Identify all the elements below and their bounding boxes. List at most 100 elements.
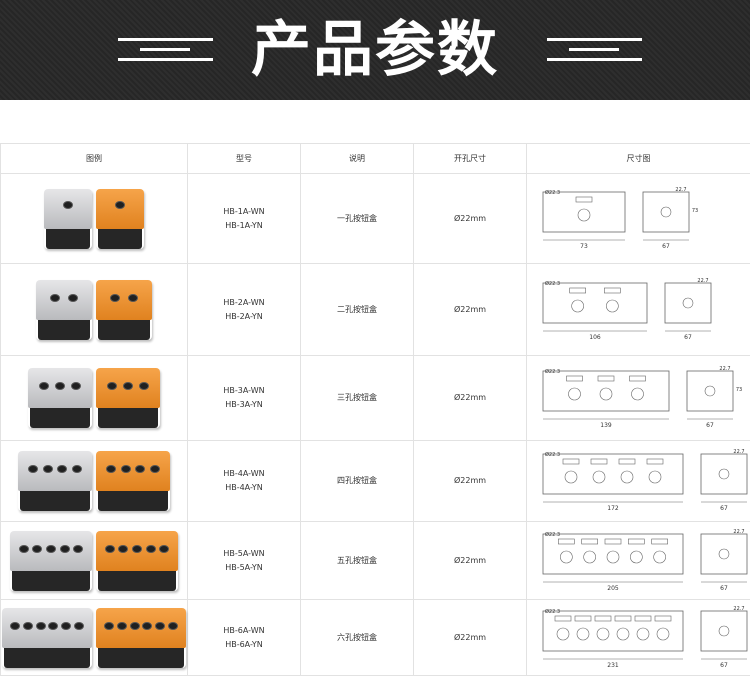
- button-hole-icon: [9, 621, 20, 630]
- button-hole-icon: [39, 382, 49, 390]
- side-hole-outline: [682, 297, 693, 308]
- button-hole-icon: [104, 544, 115, 553]
- button-hole-icon: [142, 621, 153, 630]
- description-cell: 四孔按钮盒: [300, 440, 414, 522]
- side-hole-outline: [704, 385, 715, 397]
- button-hole-outline: [616, 627, 629, 640]
- description-cell: 六孔按钮盒: [300, 599, 414, 676]
- button-hole-icon: [118, 544, 129, 553]
- width-dimension-label: 73: [580, 243, 588, 250]
- button-hole-icon: [27, 465, 38, 473]
- label-slot: [590, 458, 607, 465]
- width-dimension-label: 139: [600, 422, 612, 429]
- product-illustration-cell: [0, 440, 188, 522]
- model-number: HB-2A-YN: [225, 311, 263, 321]
- button-hole-icon: [72, 465, 83, 473]
- depth-dimension-label: 67: [720, 585, 728, 592]
- header-model: 型号: [187, 143, 301, 174]
- orange-button-box-image: [96, 368, 160, 428]
- depth-dimension-label: 67: [720, 662, 728, 669]
- button-hole-outline: [620, 470, 633, 484]
- side-view-outline: [700, 533, 747, 574]
- label-slot: [650, 538, 668, 544]
- diameter-label: Ø22.3: [545, 451, 560, 458]
- button-hole-outline: [592, 470, 605, 484]
- button-hole-icon: [109, 293, 120, 302]
- product-illustration-cell: [0, 521, 188, 600]
- product-illustration-cell: [0, 599, 188, 676]
- button-hole-icon: [46, 544, 56, 553]
- width-dimension-label: 106: [589, 334, 601, 341]
- wall-dimension-label: 22.7: [733, 606, 744, 612]
- model-cell: HB-2A-WN HB-2A-YN: [187, 263, 301, 356]
- button-hole-outline: [652, 550, 666, 563]
- label-slot: [603, 287, 621, 293]
- button-hole-outline: [630, 387, 644, 401]
- button-hole-icon: [22, 621, 33, 630]
- side-view-outline: [642, 191, 689, 232]
- button-hole-icon: [129, 621, 140, 630]
- side-hole-outline: [660, 206, 671, 217]
- button-hole-outline: [629, 550, 643, 563]
- diameter-label: Ø22.3: [545, 189, 560, 196]
- depth-dimension-label: 67: [684, 334, 692, 341]
- label-slot: [554, 615, 571, 621]
- label-slot: [646, 458, 663, 465]
- button-hole-icon: [116, 621, 127, 630]
- model-number: HB-6A-YN: [225, 639, 263, 649]
- button-hole-outline: [596, 627, 609, 640]
- button-hole-icon: [155, 621, 166, 630]
- side-view-outline: [700, 610, 747, 651]
- button-hole-icon: [61, 621, 72, 630]
- grey-button-box-image: [18, 451, 92, 511]
- product-photos: [2, 607, 186, 668]
- button-hole-icon: [42, 465, 53, 473]
- button-hole-icon: [63, 200, 73, 209]
- wall-dimension-label: 22.7: [697, 278, 708, 284]
- model-number: HB-3A-WN: [223, 386, 265, 395]
- button-hole-icon: [18, 544, 29, 553]
- model-number: HB-6A-WN: [223, 625, 265, 635]
- button-hole-icon: [68, 293, 79, 302]
- front-view-outline: [542, 610, 683, 651]
- height-dimension-label: 73: [691, 208, 697, 214]
- label-slot: [654, 615, 671, 621]
- table-header-row: 图例 型号 说明 开孔尺寸 尺寸图: [0, 143, 750, 174]
- button-hole-outline: [556, 627, 569, 640]
- side-hole-outline: [718, 625, 729, 636]
- wall-dimension-label: 22.7: [719, 366, 730, 372]
- button-hole-icon: [73, 544, 84, 553]
- wall-dimension-label: 22.7: [733, 449, 744, 455]
- model-number: HB-4A-YN: [225, 483, 263, 492]
- wall-dimension-label: 22.7: [733, 529, 744, 535]
- side-view-outline: [700, 453, 747, 495]
- button-hole-outline: [582, 550, 596, 563]
- header-dimension-drawing: 尺寸图: [526, 143, 750, 174]
- banner-decoration-left: [118, 38, 213, 68]
- front-view-outline: [542, 370, 669, 412]
- side-hole-outline: [718, 468, 729, 480]
- button-hole-outline: [567, 387, 581, 401]
- label-slot: [568, 287, 586, 293]
- side-view-outline: [664, 282, 711, 323]
- product-illustration-cell: [0, 173, 188, 264]
- button-hole-icon: [115, 200, 125, 209]
- side-view-outline: [686, 370, 733, 412]
- hole-size-cell: Ø22mm: [413, 263, 527, 356]
- button-hole-outline: [656, 627, 669, 640]
- model-number: HB-2A-WN: [223, 297, 265, 307]
- hole-size-cell: Ø22mm: [413, 173, 527, 264]
- depth-dimension-label: 67: [706, 422, 714, 429]
- label-slot: [574, 615, 591, 621]
- product-photos: [2, 279, 186, 340]
- front-view-outline: [542, 533, 683, 574]
- label-slot: [557, 538, 575, 544]
